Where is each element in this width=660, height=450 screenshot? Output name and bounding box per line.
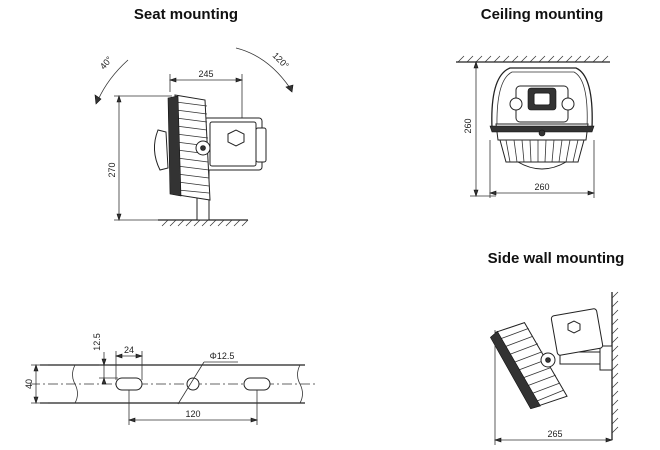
seat-angle-right-label: 120° [271, 50, 292, 71]
plate-offset-arrow-top [101, 358, 107, 366]
plate-slot-arrow-left [115, 353, 123, 359]
plate-offset-arrow-bottom [101, 377, 107, 385]
ceiling-fin-body [489, 123, 595, 170]
seat-mounting-drawing: 40° 120° 245 270 [94, 47, 294, 227]
seat-hex-nut [227, 129, 245, 147]
ceiling-bracket-inner [496, 71, 588, 129]
side-wall-mounting-drawing: 265 [490, 291, 619, 445]
plate-slot-width-label: 24 [124, 345, 134, 355]
wall-fin-body [490, 322, 568, 410]
seat-fin-body [154, 94, 211, 201]
wall-pivot-center [545, 357, 551, 363]
ceiling-width-label: 260 [534, 182, 549, 192]
seat-floor-hatching [161, 219, 249, 227]
ceiling-housing-plate [533, 92, 551, 106]
seat-height-label: 270 [107, 162, 117, 177]
seat-arc-arrow-left [94, 94, 102, 105]
seat-width-label: 245 [198, 69, 213, 79]
ceiling-hatching [457, 55, 609, 63]
seat-height-arrow-bottom [116, 213, 122, 221]
ceiling-knob-left [509, 97, 523, 111]
wall-width-arrow-right [605, 437, 613, 443]
plate-center-hole [186, 377, 200, 391]
ceiling-height-arrow-bottom [473, 189, 479, 197]
seat-rotation-arc-left [97, 59, 129, 101]
plate-height-arrow-top [33, 364, 39, 372]
seat-arc-arrow-right [285, 84, 294, 93]
seat-rotation-arc-right [235, 47, 291, 89]
title-seat-mounting: Seat mounting [134, 6, 238, 23]
title-side-wall-mounting: Side wall mounting [488, 250, 625, 267]
ceiling-width-arrow-right [587, 190, 595, 196]
plate-spacing-label: 120 [185, 409, 200, 419]
plate-hole-diameter-label: Φ12.5 [210, 351, 235, 361]
plate-spacing-arrow-right [250, 417, 258, 423]
ceiling-height-arrow-top [473, 61, 479, 69]
plate-slot-left [115, 377, 143, 391]
plate-spacing-arrow-left [128, 417, 136, 423]
title-ceiling-mounting: Ceiling mounting [481, 6, 603, 23]
mounting-plate-drawing: 40 12.5 24 Φ12.5 120 [24, 333, 318, 425]
plate-slot-arrow-right [135, 353, 143, 359]
seat-width-arrow-right [235, 77, 243, 83]
ceiling-knob-right [561, 97, 575, 111]
ceiling-height-label: 260 [463, 118, 473, 133]
plate-slot-right [243, 377, 271, 391]
seat-angle-left-label: 40° [98, 54, 115, 71]
wall-hatching [611, 291, 619, 434]
plate-hole-leader [177, 361, 205, 405]
seat-width-arrow-left [169, 77, 177, 83]
seat-height-arrow-top [116, 95, 122, 103]
seat-housing-cap [255, 127, 267, 163]
wall-width-label: 265 [547, 429, 562, 439]
plate-offset-label: 12.5 [92, 333, 102, 351]
ceiling-width-arrow-left [489, 190, 497, 196]
wall-hex-nut [567, 320, 581, 334]
plate-height-arrow-bottom [33, 396, 39, 404]
wall-width-arrow-left [494, 437, 502, 443]
ceiling-bracket [491, 67, 593, 129]
wall-plate [599, 345, 613, 371]
ceiling-mounting-drawing: 260 260 [456, 55, 610, 198]
plate-height-label: 40 [24, 379, 34, 389]
